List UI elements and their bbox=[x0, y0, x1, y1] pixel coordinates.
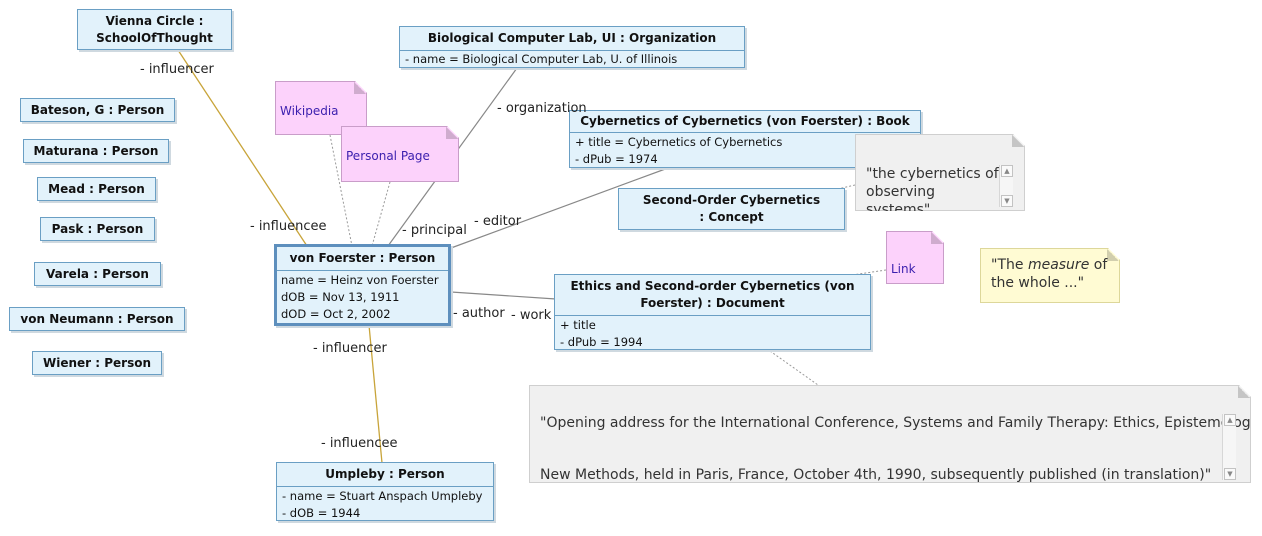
bateson-object[interactable]: Bateson, G : Person bbox=[20, 98, 175, 122]
note-fold bbox=[1012, 135, 1024, 147]
von-neumann-object[interactable]: von Neumann : Person bbox=[9, 307, 185, 331]
note-fold bbox=[931, 232, 943, 244]
biological-computer-lab-object[interactable]: Biological Computer Lab, UI : Organizati… bbox=[399, 26, 745, 68]
book-attr-dpub: - dPub = 1974 bbox=[575, 152, 658, 166]
pask-object[interactable]: Pask : Person bbox=[40, 217, 155, 241]
opening-address-note: "Opening address for the International C… bbox=[529, 385, 1251, 483]
mead-title: Mead : Person bbox=[48, 182, 145, 196]
influence-connector-vienna[interactable] bbox=[177, 49, 308, 247]
work-label: - work bbox=[511, 308, 552, 323]
varela-object[interactable]: Varela : Person bbox=[34, 262, 161, 286]
author-work-connector[interactable] bbox=[450, 291, 557, 300]
book-title: Cybernetics of Cybernetics (von Foerster… bbox=[580, 114, 910, 128]
influencer-label-top: - influencer bbox=[140, 62, 214, 77]
opening-address-line-2: New Methods, held in Paris, France, Octo… bbox=[540, 467, 1212, 483]
bcl-attr-name: - name = Biological Computer Lab, U. of … bbox=[405, 52, 678, 66]
document-attr-dpub: - dPub = 1994 bbox=[560, 335, 643, 349]
book-attr-title: + title = Cybernetics of Cybernetics bbox=[575, 135, 783, 149]
wiener-object[interactable]: Wiener : Person bbox=[32, 351, 162, 375]
note-fold bbox=[1107, 249, 1119, 261]
link-note[interactable]: Link bbox=[886, 231, 944, 284]
measure-quote-text: "The measure of the whole ..." bbox=[991, 257, 1108, 291]
influencer-label-bottom: - influencer bbox=[313, 341, 387, 356]
scroll-down-arrow-icon[interactable]: ▼ bbox=[1224, 468, 1236, 480]
influencee-label-top: - influencee bbox=[250, 219, 327, 234]
varela-title: Varela : Person bbox=[46, 267, 149, 281]
influencee-label-bottom: - influencee bbox=[321, 436, 398, 451]
von-foerster-object[interactable]: von Foerster : Person name = Heinz von F… bbox=[274, 244, 451, 326]
note-fold bbox=[354, 82, 366, 94]
concept-title: Second-Order Cybernetics : Concept bbox=[642, 193, 821, 224]
wikipedia-link[interactable]: Wikipedia bbox=[280, 104, 339, 118]
von-foerster-attr-dod: dOD = Oct 2, 2002 bbox=[281, 307, 391, 321]
vienna-circle-object[interactable]: Vienna Circle : SchoolOfThought bbox=[77, 9, 232, 50]
umpleby-object[interactable]: Umpleby : Person - name = Stuart Anspach… bbox=[276, 462, 494, 521]
cybernetics-quote-note: "the cybernetics of observing systems" ▲… bbox=[855, 134, 1025, 211]
mead-object[interactable]: Mead : Person bbox=[37, 177, 156, 201]
bateson-title: Bateson, G : Person bbox=[30, 103, 165, 117]
personal-page-note[interactable]: Personal Page bbox=[341, 126, 459, 182]
personal-page-link[interactable]: Personal Page bbox=[346, 149, 430, 163]
maturana-title: Maturana : Person bbox=[33, 144, 159, 158]
scroll-down-arrow-icon[interactable]: ▼ bbox=[1001, 195, 1013, 207]
bcl-title: Biological Computer Lab, UI : Organizati… bbox=[427, 31, 717, 45]
opening-address-anchor bbox=[769, 350, 819, 386]
editor-label: - editor bbox=[474, 214, 522, 229]
umpleby-attr-name: - name = Stuart Anspach Umpleby bbox=[282, 489, 483, 503]
cybernetics-quote-text: "the cybernetics of observing systems" bbox=[866, 166, 999, 218]
measure-quote-note: "The measure of the whole ..." bbox=[980, 248, 1120, 303]
wiener-title: Wiener : Person bbox=[42, 356, 152, 370]
organization-label: - organization bbox=[497, 101, 587, 116]
author-label: - author bbox=[453, 306, 505, 321]
document-attr-title: + title bbox=[560, 318, 596, 332]
ethics-document-object[interactable]: Ethics and Second-order Cybernetics (von… bbox=[554, 274, 871, 350]
personal-page-anchor bbox=[371, 181, 391, 247]
umpleby-attr-dob: - dOB = 1944 bbox=[282, 506, 361, 520]
vienna-circle-title: Vienna Circle : SchoolOfThought bbox=[96, 14, 213, 45]
von-neumann-title: von Neumann : Person bbox=[20, 312, 174, 326]
quote-scrollbar[interactable]: ▲ ▼ bbox=[999, 165, 1013, 207]
second-order-cybernetics-object[interactable]: Second-Order Cybernetics : Concept bbox=[618, 188, 845, 230]
pask-title: Pask : Person bbox=[51, 222, 144, 236]
scroll-up-arrow-icon[interactable]: ▲ bbox=[1224, 414, 1236, 426]
scroll-up-arrow-icon[interactable]: ▲ bbox=[1001, 165, 1013, 177]
von-foerster-attr-name: name = Heinz von Foerster bbox=[281, 273, 439, 287]
note-fold bbox=[446, 127, 458, 139]
note-fold bbox=[1238, 386, 1250, 398]
von-foerster-title: von Foerster : Person bbox=[289, 251, 436, 265]
von-foerster-attr-dob: dOB = Nov 13, 1911 bbox=[281, 290, 400, 304]
opening-address-scrollbar[interactable]: ▲ ▼ bbox=[1222, 414, 1236, 480]
link-link[interactable]: Link bbox=[891, 262, 916, 276]
maturana-object[interactable]: Maturana : Person bbox=[23, 139, 169, 163]
principal-label: - principal bbox=[402, 223, 467, 238]
opening-address-line-1: "Opening address for the International C… bbox=[540, 415, 1251, 431]
umpleby-title: Umpleby : Person bbox=[325, 467, 445, 481]
wikipedia-note[interactable]: Wikipedia bbox=[275, 81, 367, 135]
document-title: Ethics and Second-order Cybernetics (von… bbox=[570, 279, 855, 310]
